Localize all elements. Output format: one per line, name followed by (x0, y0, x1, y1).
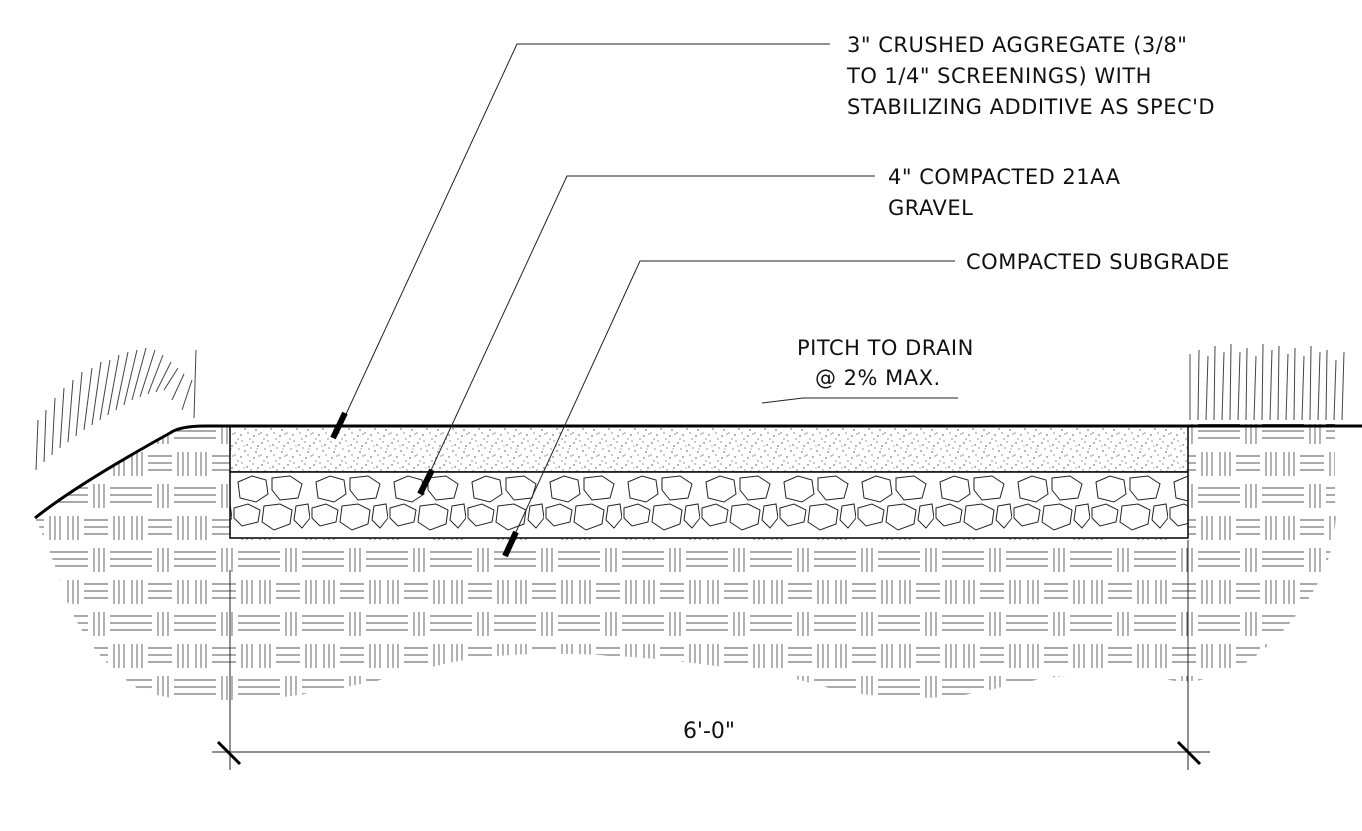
callout-base-line-1: 4" COMPACTED 21AA (888, 165, 1121, 189)
pitch-note-line-2: @ 2% MAX. (815, 366, 941, 390)
pitch-note: PITCH TO DRAIN @ 2% MAX. (761, 336, 974, 404)
surface-layer (229, 425, 1189, 473)
grass-left (35, 347, 197, 471)
callout-surface: 3" CRUSHED AGGREGATE (3/8" TO 1/4" SCREE… (846, 33, 1215, 119)
leader-subgrade (502, 260, 955, 558)
grass-right (1189, 343, 1345, 421)
pitch-note-line-1: PITCH TO DRAIN (797, 336, 974, 360)
callout-base: 4" COMPACTED 21AA GRAVEL (888, 165, 1121, 220)
callout-surface-line-3: STABILIZING ADDITIVE AS SPEC'D (847, 95, 1215, 119)
width-dimension: 6'-0" (212, 540, 1210, 770)
leader-surface (330, 43, 830, 440)
pitch-arrow (761, 397, 958, 404)
callout-subgrade: COMPACTED SUBGRADE (966, 250, 1230, 274)
base-course-layer (229, 471, 1189, 539)
callout-base-line-2: GRAVEL (888, 196, 973, 220)
callout-surface-line-1: 3" CRUSHED AGGREGATE (3/8" (847, 33, 1187, 57)
finished-grade-line (34, 424, 1362, 520)
width-dimension-label: 6'-0" (683, 719, 735, 744)
leader-base (417, 175, 875, 496)
callout-surface-line-2: TO 1/4" SCREENINGS) WITH (846, 64, 1152, 88)
callout-subgrade-line-1: COMPACTED SUBGRADE (966, 250, 1230, 274)
